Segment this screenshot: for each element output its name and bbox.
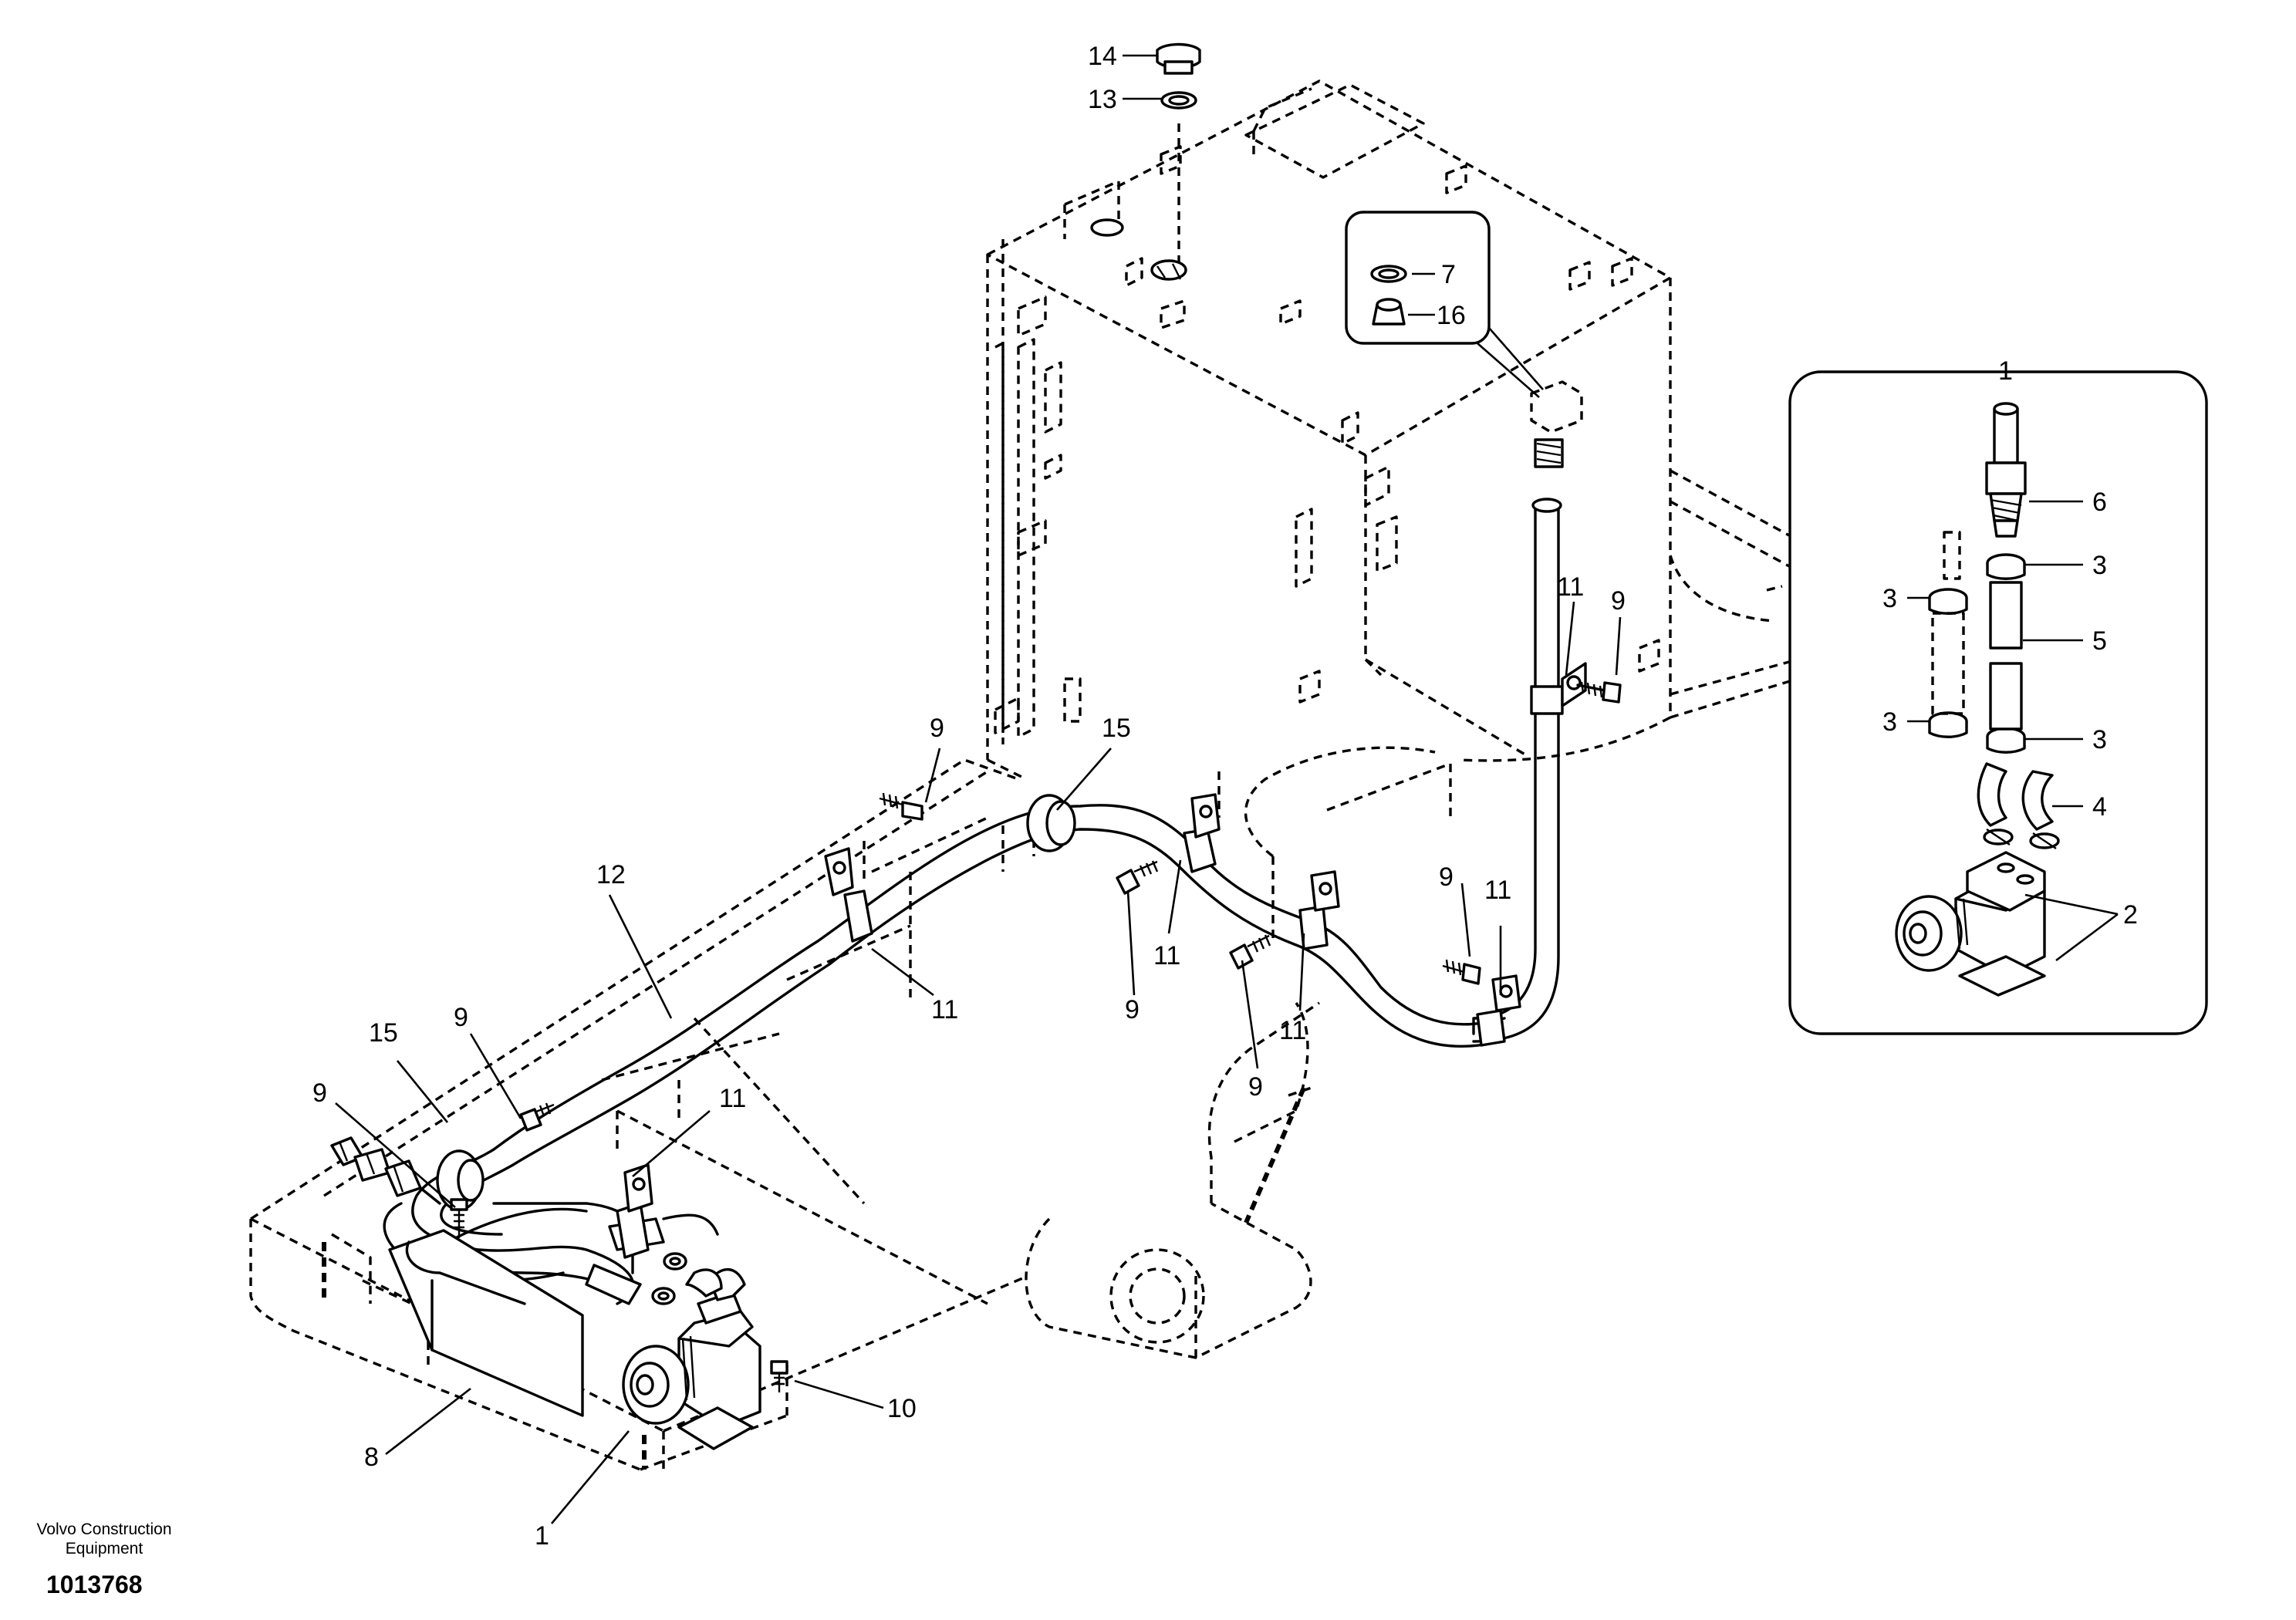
- callout-11-a: 11: [1557, 572, 1584, 602]
- main-hose: [383, 508, 1560, 1305]
- callout-1-main: 1: [535, 1521, 549, 1551]
- tank-outline: [986, 79, 1672, 781]
- clamp-group: [616, 662, 1587, 1259]
- bolt-frame-left: [519, 1102, 555, 1132]
- pump-main: [622, 1267, 761, 1450]
- bolt-upper-left: [879, 792, 923, 821]
- callout-9-f: 9: [454, 1003, 468, 1032]
- callout-11-f: 11: [719, 1084, 746, 1113]
- callout-6: 6: [2092, 488, 2107, 517]
- callout-9-g: 9: [312, 1078, 327, 1108]
- callout-9-a: 9: [1611, 586, 1626, 616]
- callout-11-d: 11: [1153, 941, 1180, 970]
- callout-10: 10: [887, 1394, 917, 1423]
- inset-detail-right: [1788, 370, 2208, 1035]
- callout-3-c: 3: [1882, 707, 1897, 737]
- callout-15-b: 15: [369, 1018, 398, 1048]
- hose-connector-left: [330, 1136, 441, 1205]
- callout-labels: 14 13 7 16 1 6 3 3 5 3 3 4 2 11 9 9 15 1…: [312, 42, 2138, 1551]
- grommet-group: [436, 794, 1076, 1211]
- callout-15-a: 15: [1102, 714, 1131, 743]
- leader-lines: [335, 54, 2119, 1524]
- maker-line-1: Volvo Construction: [36, 1520, 172, 1538]
- grommet-lower: [436, 1149, 485, 1211]
- clamp-mid-1: [824, 847, 873, 943]
- callout-4: 4: [2092, 792, 2107, 822]
- callout-8: 8: [364, 1443, 379, 1472]
- bolt-group: [450, 681, 1622, 1238]
- callout-2: 2: [2123, 900, 2138, 930]
- callout-9-b: 9: [930, 714, 944, 743]
- bolt-mid-1: [1116, 860, 1159, 895]
- footer-block: Volvo Construction Equipment 1013768: [0, 1520, 208, 1599]
- callout-12: 12: [596, 860, 626, 889]
- callout-11-c: 11: [1484, 876, 1511, 905]
- callout-3-d: 3: [2092, 725, 2107, 754]
- callout-13: 13: [1088, 85, 1117, 114]
- inset-detail-top: [1345, 211, 1583, 513]
- clamp-mid-2: [1183, 793, 1221, 873]
- filler-cap: [1090, 42, 1201, 281]
- bracket-plate: [388, 1229, 584, 1417]
- clamp-pump-side: [616, 1163, 653, 1259]
- callout-3-b: 3: [1882, 584, 1897, 613]
- maker-line-2: Equipment: [65, 1540, 144, 1558]
- clamp-mid-3: [1298, 870, 1340, 950]
- callout-3-a: 3: [2092, 551, 2107, 580]
- callout-5: 5: [2092, 626, 2107, 656]
- callout-9-e: 9: [1248, 1072, 1263, 1102]
- bolt-tank: [1576, 681, 1622, 704]
- callout-7: 7: [1441, 260, 1456, 289]
- bolt-pump: [770, 1360, 788, 1392]
- drawing-number: 1013768: [46, 1571, 143, 1598]
- callout-1-inset: 1: [1998, 356, 2013, 386]
- bolt-mid-2: [1229, 934, 1271, 970]
- callout-9-d: 9: [1125, 995, 1140, 1024]
- callout-16: 16: [1437, 301, 1466, 330]
- clamp-tank-pipe: [1530, 662, 1587, 715]
- callout-11-b: 11: [931, 995, 958, 1024]
- bolt-bracket: [450, 1198, 468, 1238]
- callout-14: 14: [1088, 42, 1117, 71]
- callout-9-c: 9: [1439, 862, 1454, 892]
- grommet-upper: [1026, 794, 1076, 852]
- callout-11-e: 11: [1279, 1016, 1306, 1045]
- pump-fittings: [651, 1252, 723, 1305]
- bolt-lower-right: [1442, 959, 1481, 985]
